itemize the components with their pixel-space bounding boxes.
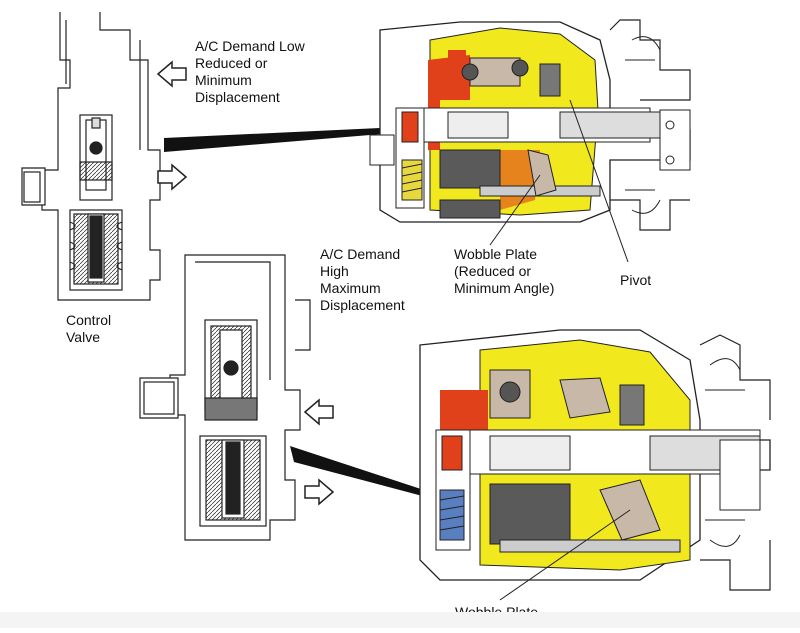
control-valve-low [21,12,161,301]
compressor-top [369,19,691,231]
leader-wobble-top [489,174,541,246]
arrow-left-out [156,60,187,88]
label-pivot: Pivot [620,272,652,288]
compressor-bottom [419,329,771,591]
leader-pivot [569,99,629,263]
label-ac-demand-high: A/C Demand High Maximum Displacement [320,246,405,313]
bottom-strip [0,612,800,628]
label-ac-demand-low: A/C Demand Low Reduced or Minimum Displa… [195,38,305,105]
leader-wobble-bottom [499,509,631,601]
pointer-wedge-top [164,128,382,152]
arrow-right-in-2 [304,478,335,506]
label-control-valve: Control Valve [66,312,112,345]
label-wobble-plate-reduced: Wobble Plate (Reduced or Minimum Angle) [454,246,555,296]
arrow-right-in [157,163,188,191]
control-valve-high [139,254,311,541]
arrow-left-out-2 [303,398,334,426]
pointer-wedge-bottom [290,446,430,498]
